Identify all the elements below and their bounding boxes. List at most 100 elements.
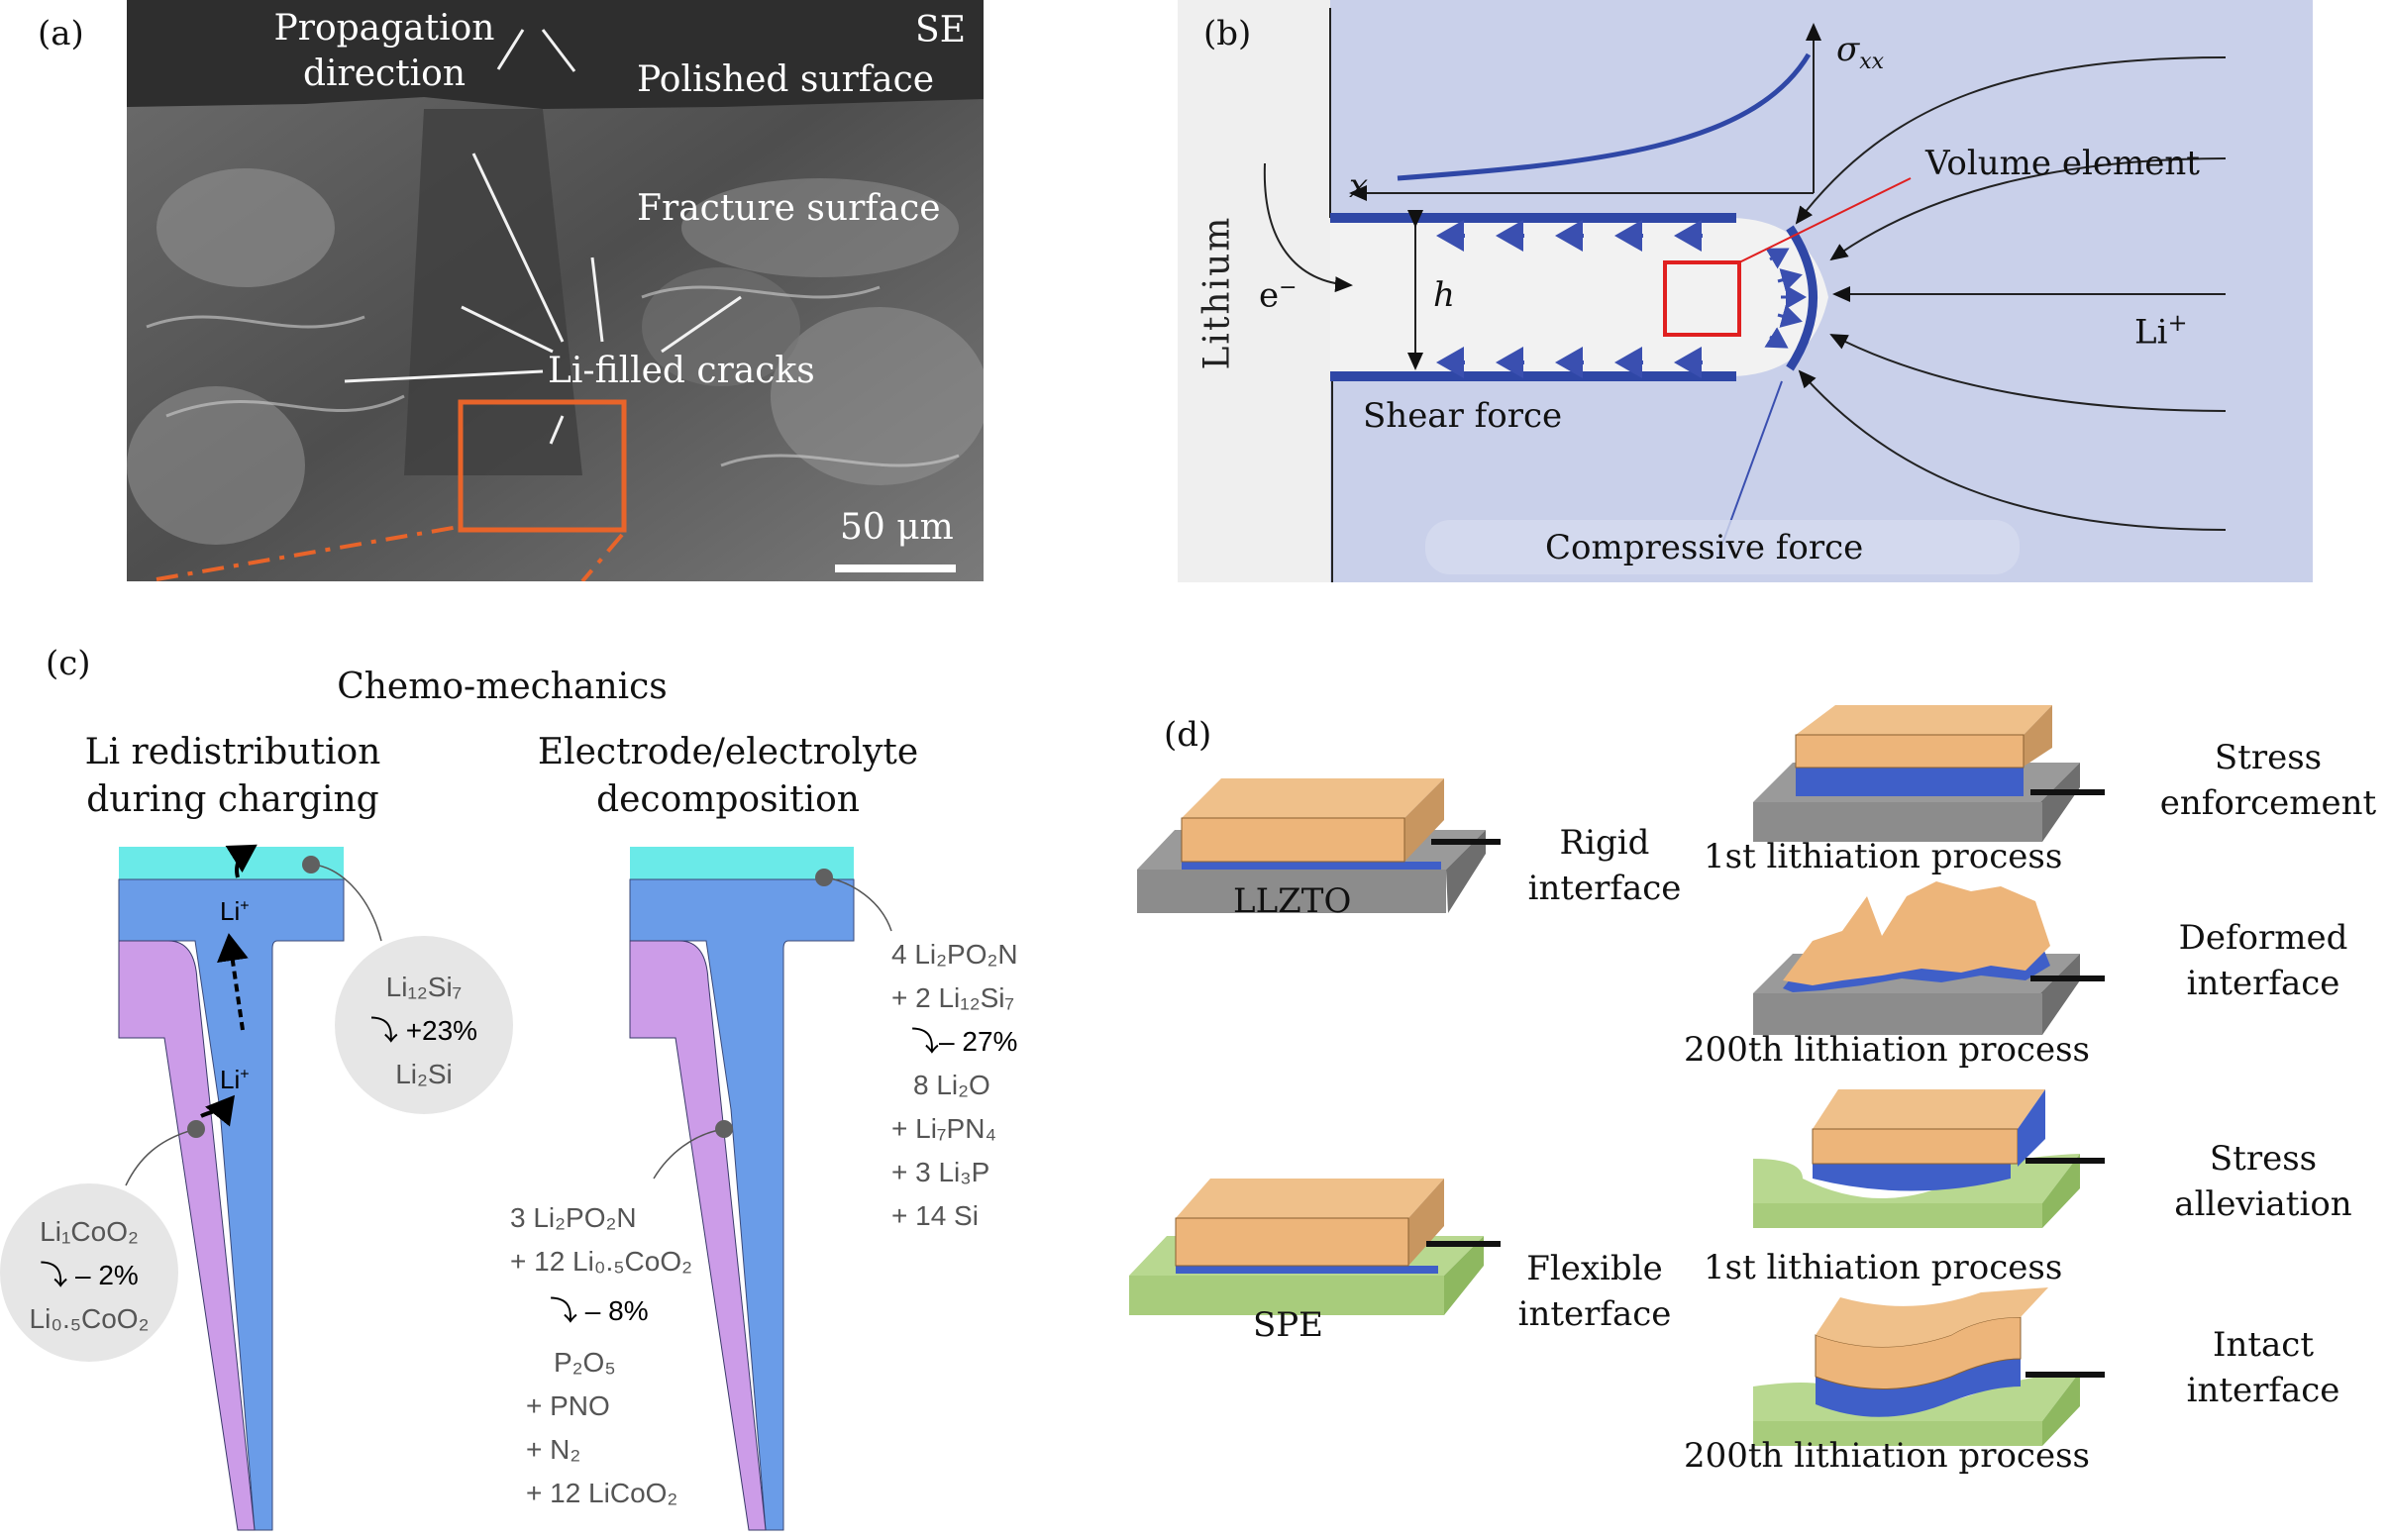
li-top-text: Li [220,896,241,926]
llzto-substrate [1137,870,1446,913]
shear-arrows [1436,220,1703,378]
label-compressive-force: Compressive force [1545,528,1864,567]
reaction-top-reactant-2: + 2 Li₁₂Si₇ [891,982,1015,1013]
deformed-interface-label: Deformed interface [2154,915,2372,1006]
deformed-line2: interface [2186,964,2340,1003]
bubble-top-to: Li₂Si [395,1059,453,1089]
flexible-line2: interface [1517,1294,1672,1334]
bubble-top-change-value: +23% [405,1015,478,1046]
rigid-later-block [1753,881,2105,1035]
li-ion-label-mid: Li+ [220,1065,250,1095]
electron-arrow [1263,162,1353,293]
interface-comparison-diagram [1129,705,2105,1446]
label-sigma-xx: σxx [1836,30,1884,74]
panel-a-label: (a) [38,14,84,53]
label-se: SE [915,10,966,51]
flexible-first-caption: 1st lithiation process [1704,1248,2063,1287]
reaction-top-product-2: + Li₇PN₄ [891,1113,996,1144]
reaction-top-reactant-1: 4 Li₂PO₂N [891,939,1018,970]
chemo-mechanics-diagram [0,844,892,1531]
intact-line2: interface [2186,1371,2340,1410]
reaction-top-product-1: 8 Li₂O [913,1070,990,1100]
reaction-bottom-reactant-1: 3 Li₂PO₂N [510,1202,637,1233]
label-x: x [1349,166,1369,206]
left-bottom-marker [187,1120,205,1138]
flexible-first-block [1753,1089,2105,1228]
label-shear-force: Shear force [1363,396,1563,436]
polished-surface-region [127,0,984,109]
spe-substrate [1129,1276,1444,1315]
left-cathode [118,940,256,1531]
label-li-ion: Li+ [2134,309,2188,352]
bubble-top-text: Li₁₂Si₇ ⤵ +23% Li₂Si [364,966,483,1096]
stress-alleviation-line1: Stress [2209,1139,2318,1179]
bubble-bottom-from: Li₁CoO₂ [40,1216,139,1247]
sem-image [127,0,984,581]
stress-alleviation-line2: alleviation [2174,1184,2352,1224]
right-cell [629,847,892,1531]
reaction-bottom-product-1: P₂O₅ [554,1347,616,1378]
bubble-top-from: Li₁₂Si₇ [385,972,463,1002]
curved-arrow-icon: ⤵ [911,1026,940,1057]
rigid-block [1137,778,1501,913]
rigid-first-caption: 1st lithiation process [1704,837,2063,876]
bubble-bottom-change: ⤵ – 2% [15,1254,163,1297]
annotation-arrows [344,29,742,445]
bubble-bottom-to: Li₀.₅CoO₂ [29,1303,150,1334]
rigid-later-caption: 200th lithiation process [1684,1030,2090,1070]
left-cell [0,844,513,1531]
right-bottom-marker [715,1120,733,1138]
rigid-first-block [1753,705,2105,842]
crack-region [404,109,582,475]
reaction-top-change-value: – 27% [939,1026,1018,1057]
stress-enforcement-line1: Stress [2214,738,2323,777]
curved-arrow-icon: ⤵ [40,1260,68,1290]
lithium-region [1178,0,1330,582]
crack-tip-interface [1786,225,1818,371]
panel-c-label: (c) [46,644,91,683]
curved-arrow-icon: ⤵ [369,1015,398,1046]
li-arrow-top [225,844,258,878]
panel-b-label: (b) [1203,14,1252,53]
li-mid-text: Li [220,1065,241,1094]
flexible-block [1129,1179,1501,1315]
left-heading-line2: during charging [86,779,379,820]
label-propagation-direction: Propagation direction [236,6,533,97]
propagation-line2: direction [302,53,467,94]
label-h: h [1433,275,1455,315]
flexible-interface-label: Flexible interface [1506,1246,1684,1337]
volume-element-leader [1738,177,1912,263]
reaction-bottom-product-3: + N₂ [526,1434,581,1465]
right-top-marker [815,869,833,886]
bubble-top-change: ⤵ +23% [364,1009,483,1053]
label-volume-element: Volume element [1925,144,2200,183]
panel-b: (b) σxx x Lithium e− h Volume element Li… [1178,0,2313,582]
reaction-top-change: ⤵– 27% [891,1020,1018,1064]
li-top-sup: + [240,897,250,915]
li-arrow-dashed [217,933,249,1031]
label-electron: e− [1259,275,1298,315]
left-top-bubble [335,936,513,1114]
bottom-interface [1330,371,1736,381]
left-bottom-bubble [0,1183,178,1362]
rigid-line1: Rigid [1559,823,1650,863]
rigid-interface-label: Rigid interface [1515,820,1694,911]
li-arrow-bottom [200,1094,236,1127]
volume-element-box [1663,260,1741,337]
llzto-label: LLZTO [1233,881,1352,921]
li-flux-lines [1795,56,2227,531]
reaction-top: 4 Li₂PO₂N + 2 Li₁₂Si₇ ⤵– 27% 8 Li₂O + Li… [891,933,1018,1238]
li-ion-sup: + [2167,309,2188,337]
label-li-filled-cracks: Li-filled cracks [548,351,815,391]
right-heading: Electrode/electrolyte decomposition [515,729,941,824]
intact-interface-label: Intact interface [2154,1322,2372,1413]
stress-enforcement-label: Stress enforcement [2159,735,2377,826]
li-mid-sup: + [240,1066,250,1083]
panel-c-title: Chemo-mechanics [337,667,668,707]
li-ion-label-top: Li+ [220,896,250,927]
reaction-bottom-product-2: + PNO [526,1390,610,1421]
sigma-symbol: σ [1836,30,1860,69]
deformed-line1: Deformed [2178,918,2348,958]
flexible-later-block [1753,1287,2105,1446]
left-heading-line1: Li redistribution [84,732,381,772]
